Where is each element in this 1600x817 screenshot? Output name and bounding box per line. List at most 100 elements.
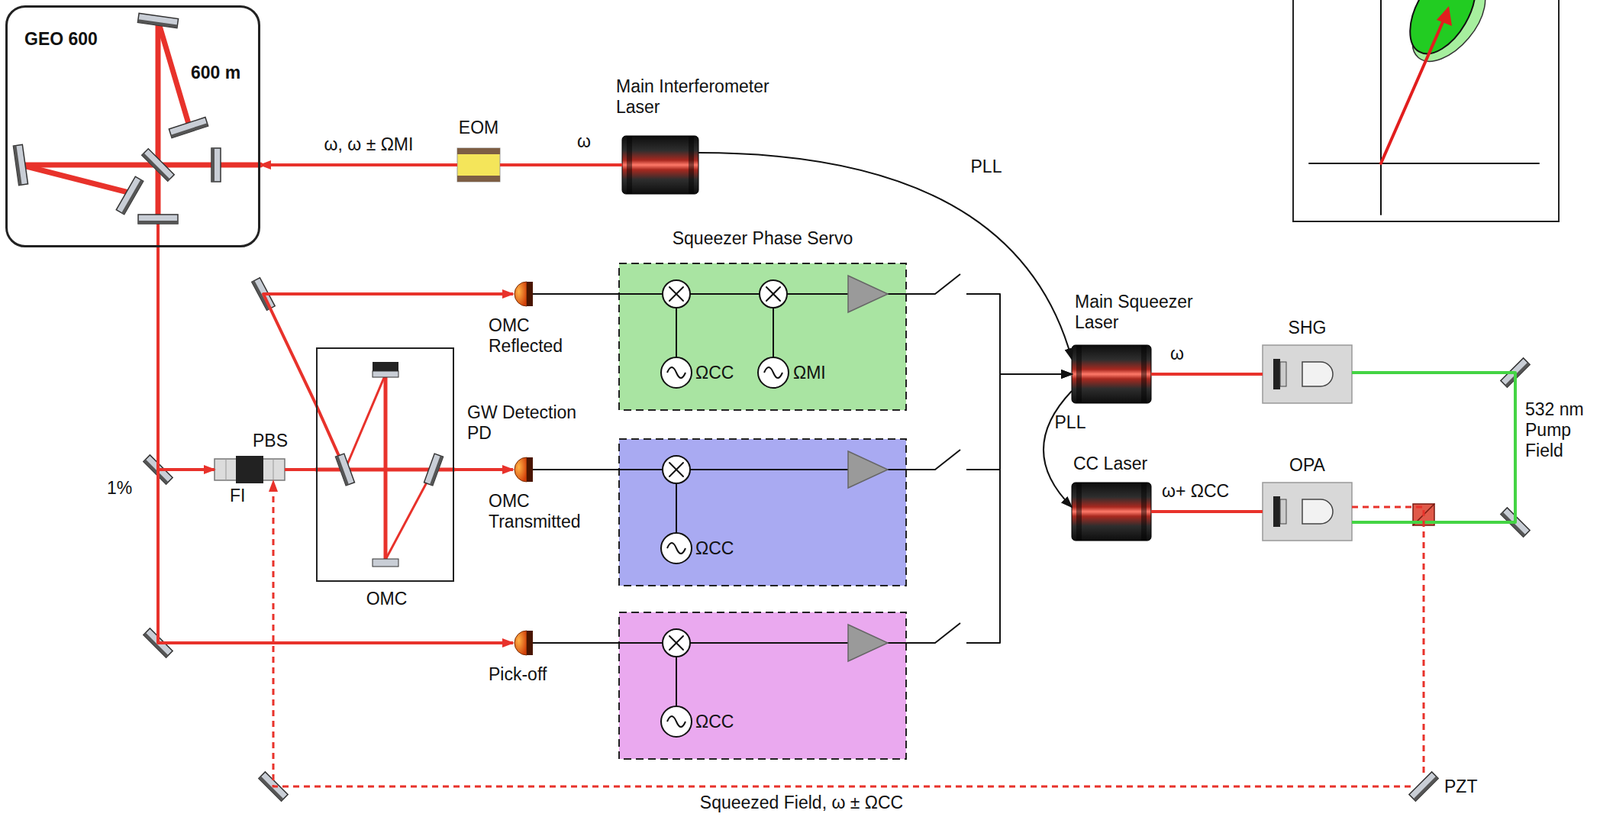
edge-label: ω xyxy=(568,131,600,152)
mirror-back xyxy=(143,632,169,659)
laser-rib xyxy=(1076,345,1082,404)
mixer-symbol xyxy=(662,455,691,484)
signal-wire xyxy=(675,656,678,707)
eom-crystal xyxy=(457,148,500,182)
beam-connector xyxy=(263,293,513,405)
component-node: PBSFI xyxy=(214,458,285,481)
beam-line xyxy=(383,374,388,560)
mixer-cross xyxy=(669,635,684,650)
mixer-cross xyxy=(669,287,684,301)
component-node: CC Laser xyxy=(1071,482,1152,541)
phasor-arrow xyxy=(1380,16,1446,164)
mixer-cross xyxy=(669,287,684,301)
mirror-back xyxy=(141,152,171,181)
mixer-cross xyxy=(766,287,781,301)
signal-wire xyxy=(675,307,678,358)
laser-rib xyxy=(688,135,694,194)
eom-symbol xyxy=(457,148,500,182)
edge-label: ω+ ΩCC xyxy=(1161,480,1262,502)
component-label: OMC xyxy=(317,588,456,610)
mixer-cross xyxy=(669,462,684,477)
component-label: ΩCC xyxy=(695,362,757,384)
mirror-back xyxy=(143,459,169,485)
servo-box xyxy=(619,612,907,759)
component-node: Squeezer Phase ServoΩCCΩMI xyxy=(619,263,907,410)
mirror-back xyxy=(1413,776,1439,802)
component-node: ΩCC xyxy=(619,438,907,586)
signal-wire xyxy=(886,641,907,644)
mirror-back xyxy=(335,455,349,486)
mirror xyxy=(211,148,221,182)
beam-connector xyxy=(500,163,623,167)
mirror-body xyxy=(168,117,208,139)
component-node: OMC xyxy=(316,347,455,582)
mirror xyxy=(335,453,355,486)
signal-wire xyxy=(886,293,907,295)
photodiode-back xyxy=(526,457,533,482)
oscillator-wave xyxy=(667,716,686,727)
signal-connector xyxy=(906,274,1072,375)
mirror-body xyxy=(12,144,28,185)
amplifier-symbol xyxy=(848,451,888,488)
oscillator-symbol xyxy=(661,706,692,737)
edge-label: 532 nm Pump Field xyxy=(1525,399,1596,462)
eom-electrode xyxy=(457,175,500,182)
signal-wire xyxy=(619,641,849,644)
laser-rib xyxy=(1076,482,1082,541)
component-label: FI xyxy=(229,485,261,507)
omc-mirror xyxy=(372,370,399,378)
component-label: OMC Transmitted xyxy=(488,490,604,533)
beam-connector xyxy=(454,467,513,471)
phase-space-inset xyxy=(1293,0,1559,222)
oscillator-symbol xyxy=(661,532,692,564)
beam-line xyxy=(20,162,159,168)
component-label: ΩCC xyxy=(695,538,757,559)
beam-connector xyxy=(158,247,513,643)
mirror-back xyxy=(211,148,215,182)
phasor-arrowhead xyxy=(1436,6,1452,26)
component-label: 600 m xyxy=(190,62,264,84)
cavity-mirror xyxy=(1280,499,1287,524)
laser-body xyxy=(622,135,699,194)
edge-label: ω xyxy=(1161,343,1193,365)
signal-wire xyxy=(619,293,849,295)
component-label: SHG xyxy=(1262,317,1352,339)
cavity-housing xyxy=(1262,482,1352,541)
omc-mirror-mount xyxy=(372,361,399,371)
laser-symbol xyxy=(622,135,699,194)
mirror-body xyxy=(1409,771,1439,801)
oscillator-wave xyxy=(667,367,686,378)
mirror xyxy=(116,176,143,214)
signal-connector xyxy=(532,293,620,295)
mirror-body xyxy=(335,453,355,486)
mirror xyxy=(168,117,208,139)
servo-box xyxy=(619,438,907,586)
laser-symbol xyxy=(1071,345,1152,404)
mirror-body xyxy=(211,148,221,182)
mirror-back xyxy=(12,145,22,186)
signal-wire xyxy=(772,307,775,358)
component-node: SHG xyxy=(1262,345,1352,404)
beam-line xyxy=(158,20,189,124)
beam-connector xyxy=(158,247,215,470)
component-node: ΩCC xyxy=(619,612,907,759)
mirror-back xyxy=(138,220,178,224)
component-label: EOM xyxy=(440,117,517,139)
component-label: Main Interferometer Laser xyxy=(616,76,800,118)
servo-block xyxy=(619,438,907,586)
cavity-mount xyxy=(1273,358,1281,390)
beam-line xyxy=(155,20,162,165)
squeezed-ellipse xyxy=(1396,0,1490,65)
edge-label: PLL xyxy=(1047,412,1094,433)
laser-rib xyxy=(626,135,633,194)
mirror-body xyxy=(141,148,175,181)
component-node: GEO 600600 m xyxy=(5,5,261,248)
edge-label: ω, ω ± ΩMI xyxy=(303,134,434,155)
beam-connector xyxy=(260,163,458,167)
component-label: Main Squeezer Laser xyxy=(1074,291,1220,333)
component-label: GW Detection PD xyxy=(467,402,605,444)
